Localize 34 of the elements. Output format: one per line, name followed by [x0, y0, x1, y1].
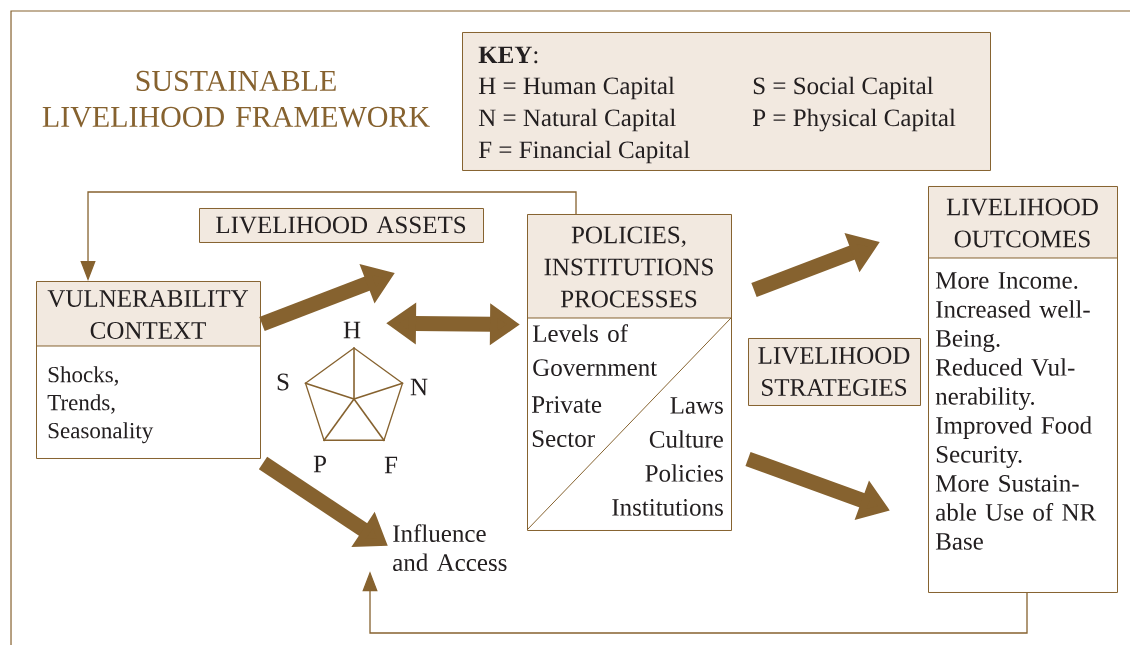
body-text: Levels of Government	[532, 324, 658, 377]
key-text: P = Physical Capital	[752, 108, 956, 132]
outcomes-box	[927, 186, 1118, 593]
box-heading: LIVELIHOOD STRATEGIES	[758, 347, 910, 396]
label-box	[199, 208, 484, 243]
vertex-letter: S	[277, 373, 289, 391]
policies-box	[526, 214, 732, 531]
body-text: Private Sector	[531, 396, 602, 447]
body-text: More Income. Increased well-Being. Reduced Vul-nerability. Improved Food Security. More Sustain-able Use of NR Base	[935, 272, 1097, 550]
key-text: S = Social Capital	[753, 76, 934, 100]
vertex-letter: F	[384, 456, 398, 474]
box-heading: VULNERABILITY CONTEXT	[47, 290, 249, 339]
node-label: More Income.	[935, 272, 1078, 289]
label-box	[748, 338, 921, 406]
key-text: KEY:	[478, 46, 538, 64]
box-heading: POLICIES, INSTITUTIONS PROCESSES	[544, 226, 713, 308]
context-box	[35, 281, 261, 459]
box-heading: LIVELIHOOD ASSETS	[216, 216, 466, 234]
vertex-letter: H	[343, 321, 361, 339]
vertex-letter: N	[410, 378, 428, 396]
vertex-letter: P	[313, 455, 326, 473]
node-label: Reduced Vul-nerability.	[935, 358, 1075, 410]
key-text: F = Financial Capital	[478, 140, 690, 164]
node-label: Increased well-Being.	[935, 300, 1090, 352]
annotation-text: Influence and Access	[393, 524, 507, 572]
key-text: N = Natural Capital	[478, 108, 676, 132]
key-box	[462, 32, 991, 171]
body-text: Laws Culture Policies Institutions	[612, 397, 723, 516]
box-heading: LIVELIHOOD OUTCOMES	[946, 198, 1098, 248]
node-label: Improved Food Security.	[936, 416, 1092, 468]
node-label: More Sustain-able Use of NR Base	[935, 475, 1097, 550]
key-text: H = Human Capital	[478, 76, 675, 100]
title-text: SUSTAINABLE LIVELIHOOD FRAMEWORK	[42, 70, 430, 128]
body-text: Shocks, Trends, Seasonality	[47, 366, 154, 444]
